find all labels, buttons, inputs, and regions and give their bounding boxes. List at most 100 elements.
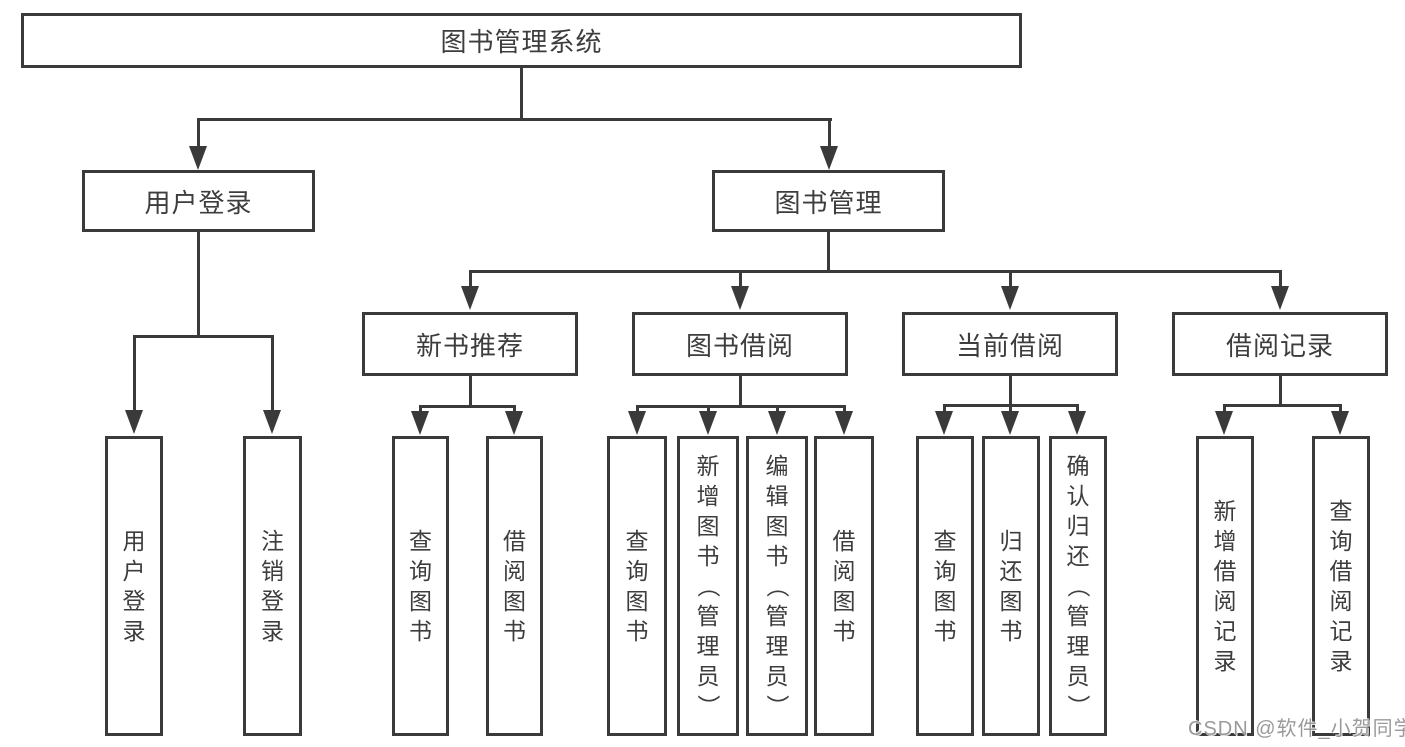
arrow-head-icon [1001,286,1019,310]
leaf-label-char: 记 [1213,618,1237,644]
leaf-label-char: 询 [625,558,649,584]
node-root: 图书管理系统 [21,13,1022,68]
leaf-label-char: 图 [999,588,1023,614]
connector-line [419,405,516,408]
node-new-book-recommend-label: 新书推荐 [415,330,524,361]
leaf-label-char: 管 [765,603,789,629]
leaf-label-char: 确 [1066,453,1090,479]
connector-line [1076,404,1079,414]
leaf-label-char: 阅 [832,558,856,584]
node-borrow-records: 借阅记录 [1172,312,1388,376]
arrow-head-icon [935,411,953,435]
leaf-label-char: 图 [696,513,720,539]
leaf-label-char: 阅 [503,558,526,584]
leaf-bb-edit-book-admin: 编辑图书（管理员） [746,436,808,736]
node-new-book-recommend: 新书推荐 [362,312,578,376]
connector-line [197,118,200,150]
leaf-label-char: 编 [765,453,789,479]
leaf-label-char: 查 [625,528,649,554]
leaf-label-char: 录 [261,618,284,644]
leaf-label-char: 图 [933,588,957,614]
arrow-head-icon [1271,286,1289,310]
connector-line [133,335,136,412]
connector-line [636,405,846,408]
leaf-label-char: 理 [696,633,720,659]
connector-line [776,405,779,415]
leaf-label-char: 新 [696,453,720,479]
connector-line [739,270,742,288]
leaf-label-char: 图 [625,588,649,614]
leaf-label-char: ） [695,694,721,718]
leaf-label-char: 录 [1213,648,1237,674]
arrow-head-icon [835,411,853,435]
arrow-head-icon [189,146,207,170]
connector-line [1223,404,1226,414]
arrow-head-icon [461,286,479,310]
leaf-bb-query-books: 查询图书 [607,436,667,736]
connector-line [707,405,710,415]
leaf-br-query-record: 查询借阅记录 [1312,436,1370,736]
arrow-head-icon [731,286,749,310]
leaf-label-char: 录 [122,618,146,644]
connector-line [469,270,472,288]
leaf-label-char: 管 [696,603,720,629]
leaf-label-char: 阅 [1213,588,1237,614]
leaf-label-char: 归 [1066,513,1090,539]
connector-line [133,335,274,338]
leaf-cb-confirm-return-admin: 确认归还（管理员） [1049,436,1107,736]
leaf-label-char: （ [1065,574,1091,598]
watermark-text: CSDN @软件_小贺同学 [1188,718,1405,740]
leaf-label-char: 注 [261,528,284,554]
leaf-label-char: 员 [1066,663,1090,689]
leaf-label-char: 辑 [765,483,789,509]
leaf-label-char: 记 [1329,618,1353,644]
leaf-label-char: 查 [409,528,432,554]
leaf-label-char: 图 [765,513,789,539]
leaf-label-char: 借 [1329,558,1353,584]
leaf-label-char: ） [1065,694,1091,718]
leaf-nb-borrow-books: 借阅图书 [486,436,543,736]
arrow-head-icon [263,410,281,434]
leaf-cb-return-books: 归还图书 [982,436,1040,736]
leaf-label-char: 员 [696,663,720,689]
arrow-head-icon [411,411,429,435]
arrow-head-icon [768,411,786,435]
connector-line [739,376,742,405]
leaf-bb-add-book-admin: 新增图书（管理员） [677,436,739,736]
connector-line [1279,376,1282,404]
connector-line [469,376,472,405]
node-book-borrow: 图书借阅 [632,312,848,376]
arrow-head-icon [1068,411,1086,435]
connector-line [197,232,200,335]
leaf-label-char: 书 [409,618,432,644]
leaf-label-char: 归 [999,528,1023,554]
node-book-management: 图书管理 [712,170,945,232]
leaf-label-char: 登 [261,588,284,614]
node-current-borrow-label: 当前借阅 [955,330,1064,361]
leaf-cb-query-books: 查询图书 [916,436,974,736]
connector-line [1009,270,1012,288]
connector-line [271,335,274,412]
leaf-label-char: 图 [832,588,856,614]
connector-line [469,270,1282,273]
node-book-borrow-label: 图书借阅 [685,330,794,361]
arrow-head-icon [1331,411,1349,435]
connector-line [827,232,830,270]
leaf-label-char: 图 [409,588,432,614]
connector-line [1009,376,1012,404]
leaf-label-char: 借 [832,528,856,554]
leaf-label-char: 还 [1066,543,1090,569]
arrow-head-icon [505,411,523,435]
leaf-label-char: 阅 [1329,588,1353,614]
leaf-user-login: 用户登录 [105,436,163,736]
leaf-label-char: 增 [1213,528,1237,554]
connector-line [197,118,832,121]
leaf-label-char: （ [695,574,721,598]
leaf-label-char: 认 [1066,483,1090,509]
leaf-label-char: 查 [933,528,957,554]
connector-line [1279,270,1282,288]
leaf-label-char: 图 [503,588,526,614]
leaf-label-char: 书 [696,543,720,569]
leaf-label-char: 书 [503,618,526,644]
connector-line [419,405,422,415]
